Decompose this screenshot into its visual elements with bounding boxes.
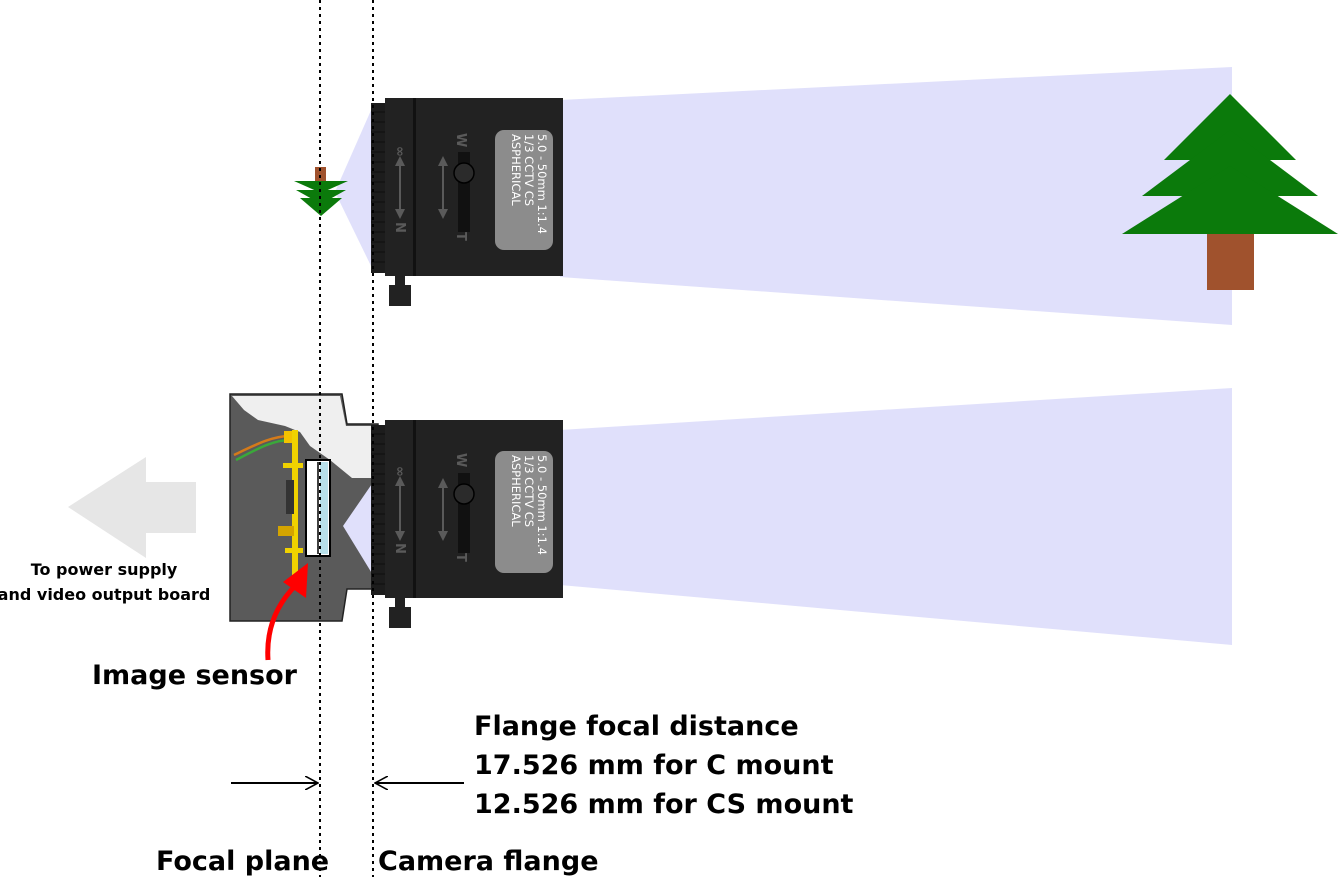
svg-text:ASPHERICAL: ASPHERICAL xyxy=(509,455,523,527)
tree-object xyxy=(1122,94,1338,290)
top-lens-label-plate xyxy=(495,130,553,250)
sensor-pcb xyxy=(292,430,298,575)
bottom-camera-assembly: ∞ N W T 5.0 - 50mm 1:1.4 1/3 CCTV CS ASP… xyxy=(229,388,1232,645)
svg-text:ASPHERICAL: ASPHERICAL xyxy=(509,134,523,206)
camera-body xyxy=(229,393,379,622)
top-lens-assembly: ∞ N W T 5.0 - 50mm 1:1.4 1/3 CCTV CS ASP… xyxy=(294,67,1338,325)
svg-text:W: W xyxy=(453,133,468,147)
top-light-cone xyxy=(560,67,1232,325)
svg-text:T: T xyxy=(453,553,468,562)
camera-flange-label: Camera flange xyxy=(378,846,599,877)
top-zoom-slider: W T xyxy=(438,133,475,241)
cs-mount-label: 12.526 mm for CS mount xyxy=(474,789,854,820)
svg-text:W: W xyxy=(453,453,468,467)
bottom-zoom-slider: W T xyxy=(438,453,475,562)
top-zoom-knob xyxy=(453,162,475,184)
svg-text:T: T xyxy=(453,232,468,241)
bottom-light-cone xyxy=(560,388,1232,645)
svg-text:1/3 CCTV CS: 1/3 CCTV CS xyxy=(522,134,536,206)
bottom-focus-scale: ∞ N xyxy=(392,466,407,554)
top-focus-scale: ∞ N xyxy=(392,146,407,233)
flange-title-label: Flange focal distance xyxy=(474,711,799,742)
bottom-zoom-knob xyxy=(453,483,475,505)
power-label-line2: and video output board xyxy=(0,585,210,604)
image-sensor-pointer xyxy=(265,563,308,661)
svg-text:5.0 - 50mm 1:1.4: 5.0 - 50mm 1:1.4 xyxy=(535,134,549,234)
bottom-lens-screw xyxy=(389,596,411,628)
power-label-line1: To power supply xyxy=(31,560,178,579)
svg-text:1/3 CCTV CS: 1/3 CCTV CS xyxy=(522,455,536,527)
bottom-lens-label-plate xyxy=(495,451,553,573)
top-lens-screw xyxy=(389,274,411,306)
svg-text:∞: ∞ xyxy=(392,466,407,477)
top-image-cone xyxy=(335,108,372,268)
svg-text:N: N xyxy=(392,222,407,233)
image-sensor-label: Image sensor xyxy=(92,660,298,691)
svg-text:∞: ∞ xyxy=(392,146,407,157)
svg-text:5.0 - 50mm 1:1.4: 5.0 - 50mm 1:1.4 xyxy=(535,455,549,555)
c-mount-label: 17.526 mm for C mount xyxy=(474,750,834,781)
power-output-arrow xyxy=(68,457,196,558)
focal-plane-label: Focal plane xyxy=(156,846,329,877)
svg-text:N: N xyxy=(392,543,407,554)
